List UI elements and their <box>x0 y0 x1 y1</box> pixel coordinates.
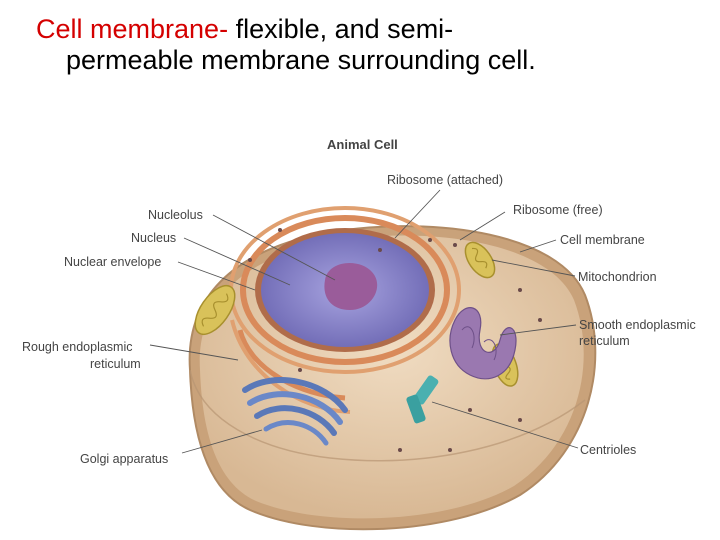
label-smooth-er-line2: reticulum <box>579 334 630 348</box>
label-cell-membrane: Cell membrane <box>560 233 645 247</box>
term-heading: Cell membrane- <box>36 14 229 44</box>
animal-cell-figure: Animal Cell Ribosome (attached) Ribosome… <box>0 120 720 540</box>
slide-title: Cell membrane- flexible, and semi- perme… <box>36 14 706 76</box>
smooth-er <box>449 307 517 380</box>
definition-line-2: permeable membrane surrounding cell. <box>66 45 536 75</box>
ribosomes <box>248 228 542 452</box>
definition-line-1: flexible, and semi- <box>235 14 454 44</box>
label-ribosome-free: Ribosome (free) <box>513 203 603 217</box>
label-centrioles: Centrioles <box>580 443 636 457</box>
label-nuclear-envelope: Nuclear envelope <box>64 255 161 269</box>
centrioles <box>406 375 439 424</box>
label-mitochondrion: Mitochondrion <box>578 270 657 284</box>
nucleolus <box>324 262 378 310</box>
golgi-apparatus <box>242 377 348 446</box>
animal-cell-diagram: Animal Cell Ribosome (attached) Ribosome… <box>22 137 696 531</box>
label-smooth-er-line1: Smooth endoplasmic <box>579 318 696 332</box>
diagram-title: Animal Cell <box>327 137 398 152</box>
label-rough-er-line2: reticulum <box>90 357 141 371</box>
label-rough-er-line1: Rough endoplasmic <box>22 340 133 354</box>
label-ribosome-attached: Ribosome (attached) <box>387 173 503 187</box>
label-golgi-apparatus: Golgi apparatus <box>80 452 168 466</box>
label-nucleus: Nucleus <box>131 231 176 245</box>
leader-lines <box>149 189 579 454</box>
label-nucleolus: Nucleolus <box>148 208 203 222</box>
